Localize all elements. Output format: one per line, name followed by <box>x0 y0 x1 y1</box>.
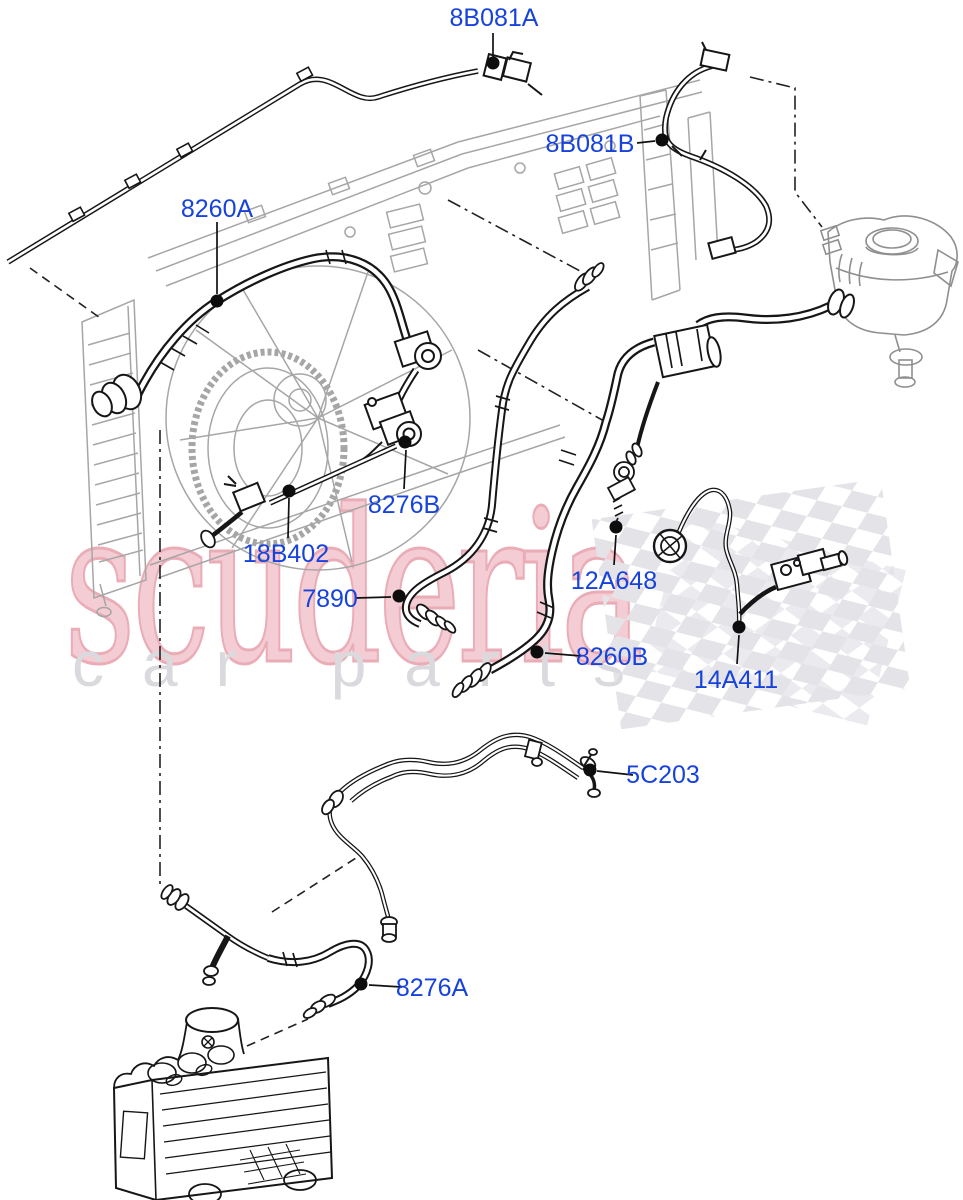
part-label-18B402[interactable]: 18B402 <box>242 540 330 568</box>
expansion-tank <box>819 215 959 388</box>
hose-8260B <box>451 288 855 699</box>
hose-8B081B <box>661 41 773 261</box>
callout-dots <box>210 56 746 991</box>
part-label-8260B[interactable]: 8260B <box>575 643 649 671</box>
hose-7890 <box>401 262 605 634</box>
hose-8260A <box>91 249 442 418</box>
part-label-8B081A[interactable]: 8B081A <box>449 4 539 32</box>
part-label-8276A[interactable]: 8276A <box>395 974 469 1002</box>
part-label-14A411[interactable]: 14A411 <box>693 666 779 694</box>
part-label-12A648[interactable]: 12A648 <box>570 567 658 595</box>
hose-8B081A <box>6 50 543 265</box>
hose-8276A <box>160 884 373 1019</box>
part-label-5C203[interactable]: 5C203 <box>626 761 700 789</box>
radiator-fan-assembly <box>81 79 719 618</box>
callout-leaders <box>216 33 740 988</box>
alignment-lines <box>29 76 823 1047</box>
part-label-7890[interactable]: 7890 <box>302 585 358 613</box>
pipe-14A411 <box>652 487 849 626</box>
intercooler <box>112 1007 334 1200</box>
tube-18B402 <box>200 443 398 549</box>
lines-5C203 <box>321 732 601 943</box>
part-label-8B081B[interactable]: 8B081B <box>545 130 635 158</box>
part-label-8260A[interactable]: 8260A <box>180 195 254 223</box>
part-label-8276B[interactable]: 8276B <box>367 491 441 519</box>
valve-12A648 <box>606 381 660 525</box>
